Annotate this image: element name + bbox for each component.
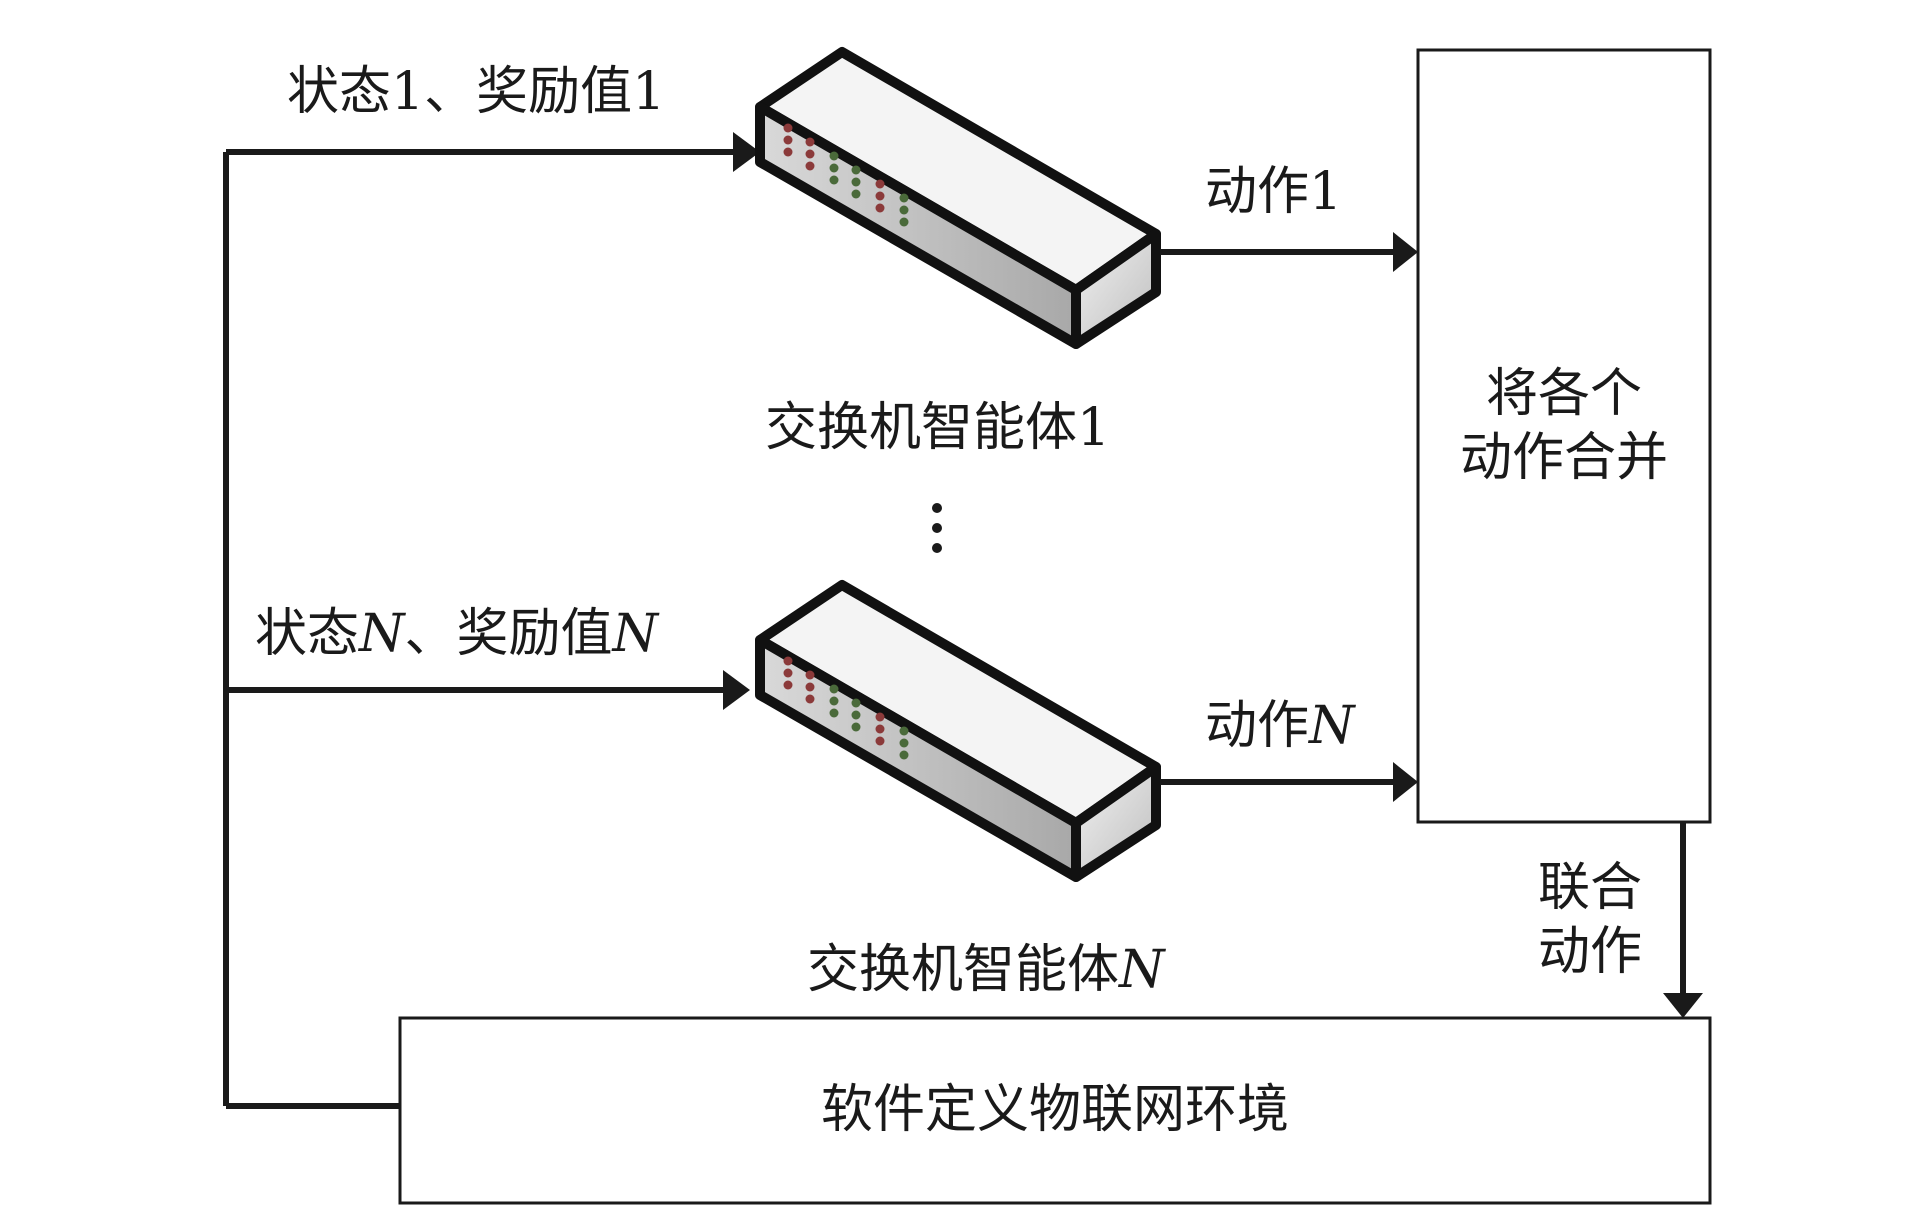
- state1-text: 状态1、奖励值1: [287, 62, 666, 122]
- action1-text: 动作1: [1205, 162, 1343, 222]
- state1-label: 状态1、奖励值1: [287, 62, 665, 122]
- agent1-text: 交换机智能体1: [765, 398, 1111, 458]
- led-panel: [783, 123, 909, 227]
- stateN-prefix: 状态: [255, 604, 360, 664]
- stateN-var2: N: [612, 604, 659, 664]
- switch-icon: [755, 47, 1161, 349]
- actionN-text: 动作: [1205, 696, 1310, 756]
- actionN-arrow: [1160, 762, 1418, 802]
- joint-action-label: 联合 动作: [1510, 856, 1670, 984]
- environment-box: [398, 1016, 1712, 1205]
- led-panel: [783, 656, 909, 760]
- merge-box-label: 将各个 动作合并: [1418, 362, 1710, 490]
- merge-box: [1416, 48, 1712, 824]
- agentN-label: 交换机智能体N: [807, 940, 1165, 1000]
- feedback-loop: [223, 152, 400, 1109]
- environment-text: 软件定义物联网环境: [820, 1080, 1289, 1140]
- joint-line2: 动作: [1537, 922, 1642, 982]
- joint-line1: 联合: [1537, 858, 1642, 918]
- joint-action-arrow: [1663, 822, 1703, 1018]
- switch-icon: [755, 580, 1161, 882]
- stateN-var1: N: [359, 604, 405, 664]
- action1-label: 动作1: [1205, 162, 1342, 222]
- actionN-var: N: [1309, 696, 1355, 756]
- vertical-ellipsis: [932, 503, 942, 553]
- agent1-label: 交换机智能体1: [765, 398, 1110, 458]
- stateN-middle: 、奖励值: [404, 604, 613, 664]
- agentN-text: 交换机智能体: [807, 940, 1120, 1000]
- stateN-label: 状态N、奖励值N: [255, 604, 658, 664]
- action1-arrow: [1160, 232, 1418, 272]
- environment-label: 软件定义物联网环境: [400, 1078, 1710, 1142]
- actionN-label: 动作N: [1205, 696, 1355, 756]
- merge-line2: 动作合并: [1459, 428, 1668, 488]
- stateN-arrow: [226, 670, 750, 710]
- agentN-var: N: [1119, 940, 1165, 1000]
- merge-line1: 将各个: [1485, 364, 1642, 424]
- state1-arrow: [226, 132, 760, 172]
